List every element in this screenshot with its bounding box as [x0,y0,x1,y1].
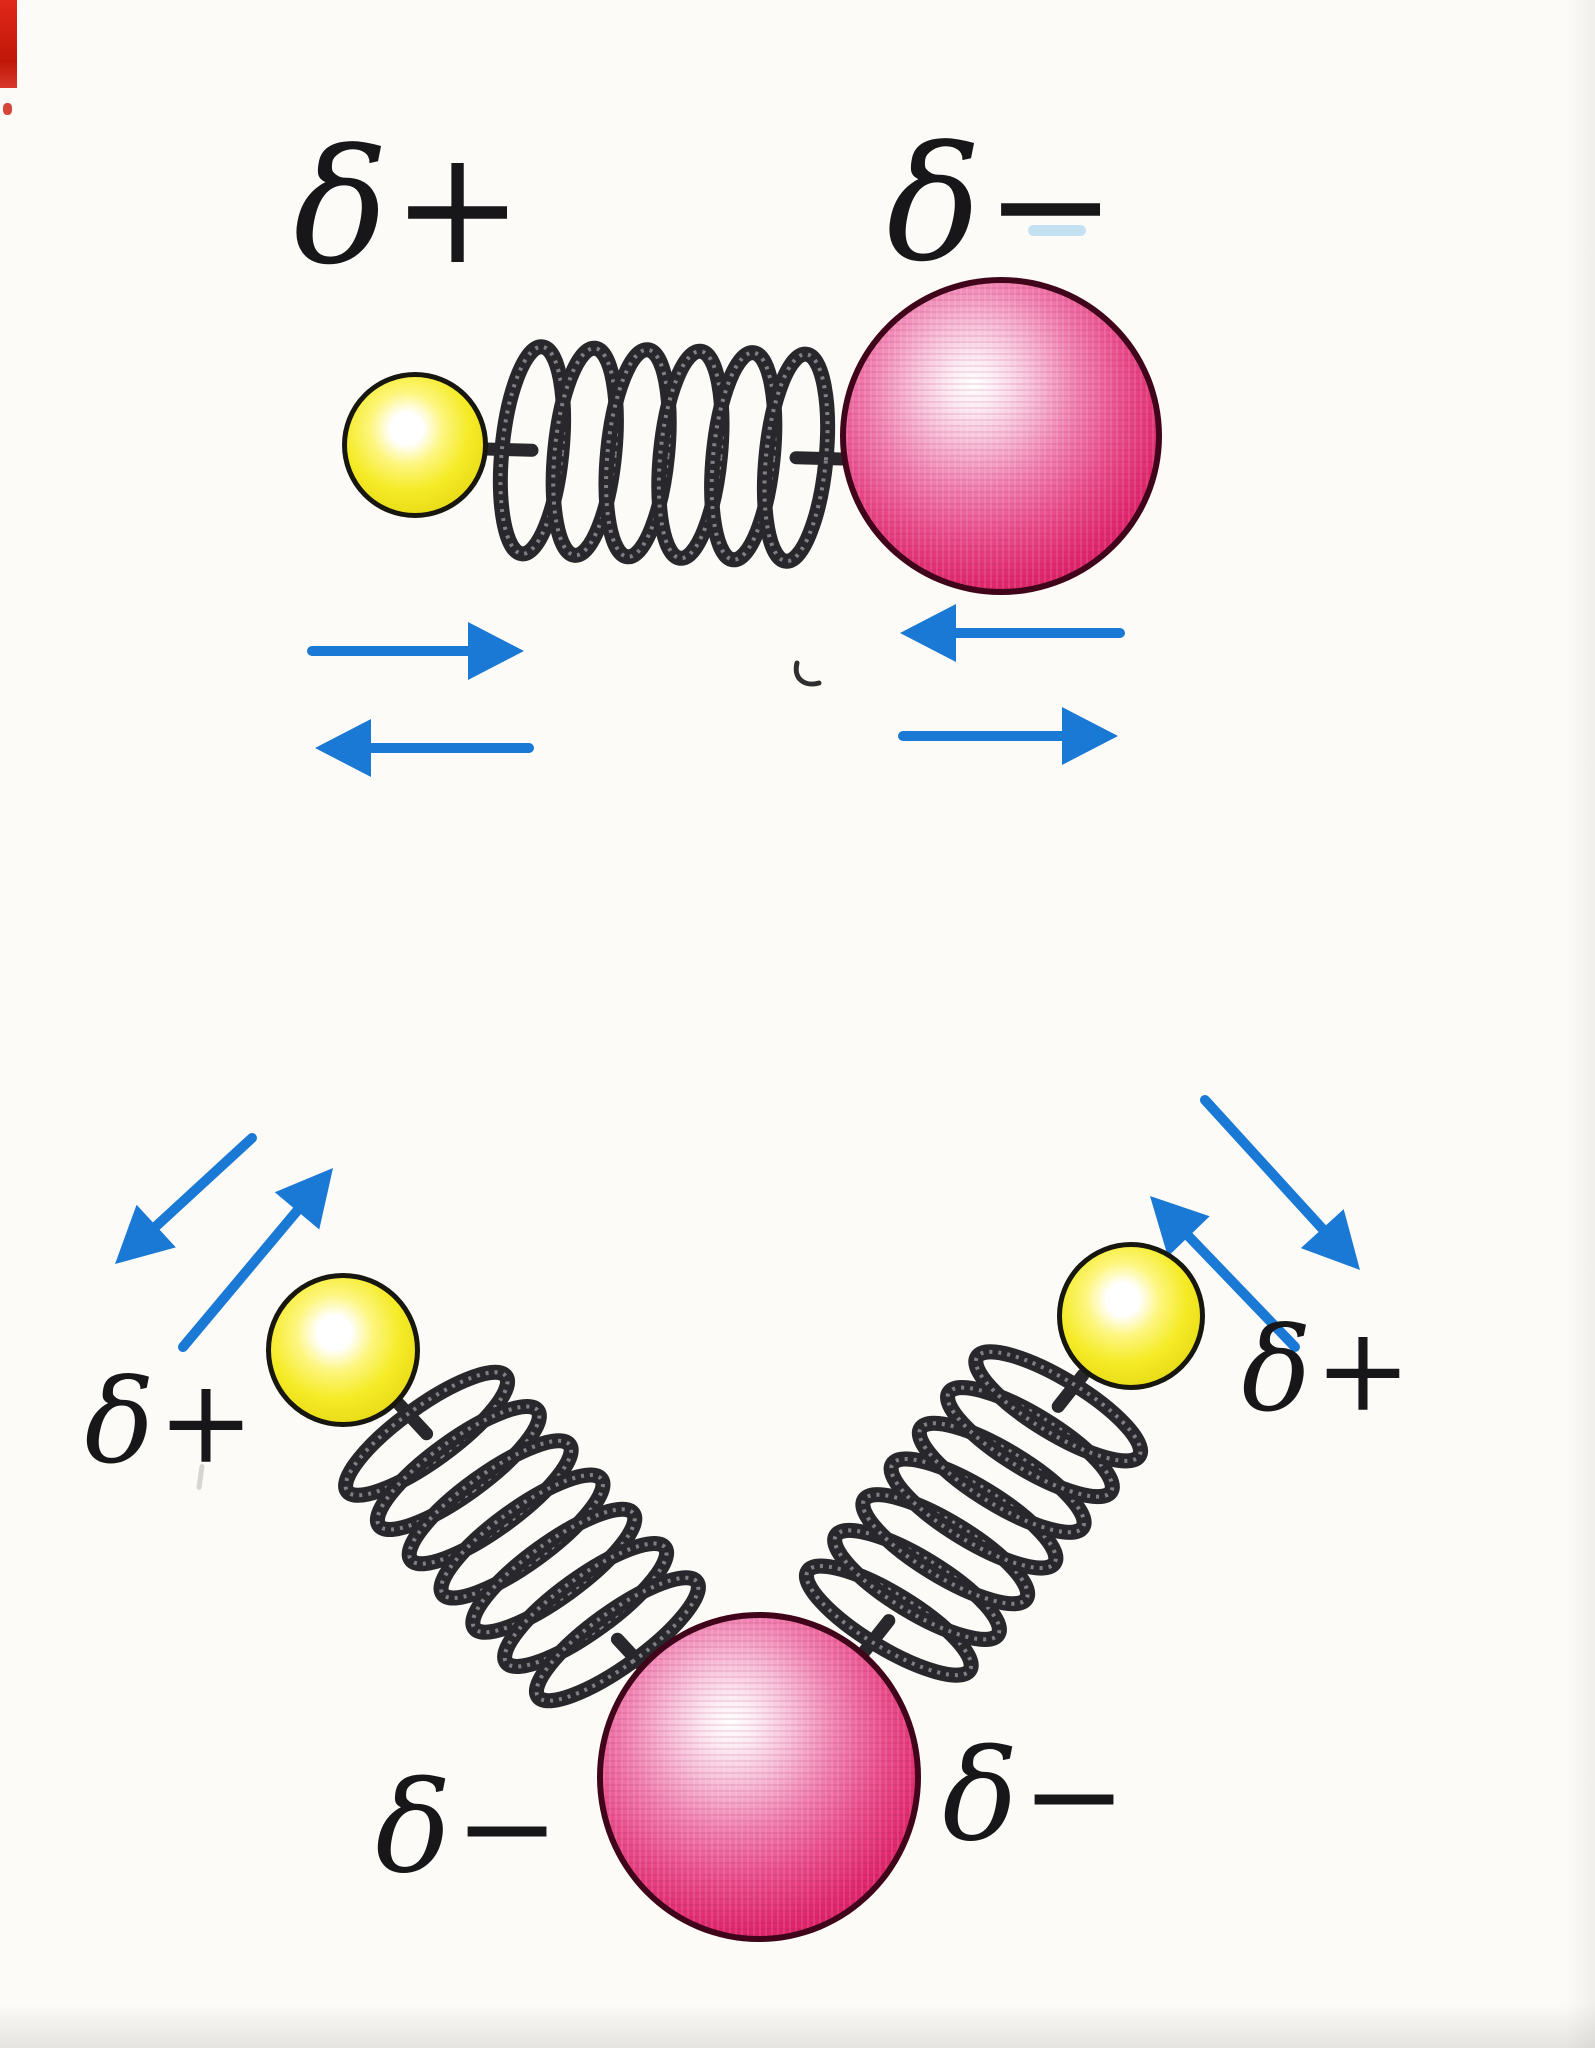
top-small-atom [342,372,488,518]
arrow-head [900,604,956,662]
top-bond-spring [479,339,849,569]
motion-arrow-top-left-row1-right [307,622,524,680]
arrow-shaft [1200,1095,1334,1241]
bottom-right-bond-spring [798,1344,1149,1683]
top-small-atom-charge-label: δ+ [293,116,527,300]
arrow-head [1150,1196,1210,1257]
motion-arrow-top-left-row2-left [315,719,534,777]
arrow-shaft [1177,1224,1300,1352]
arrow-head [315,719,371,777]
spring-coil-loop [940,1380,1120,1505]
arrow-head [115,1204,176,1264]
arrow-head [1062,707,1118,765]
spring-coil-loop-highlight [656,349,724,561]
spring-coil-loop [465,1501,643,1640]
bottom-center-atom-left-charge-label: δ− [375,1754,563,1901]
pen-mark-comma [793,660,822,687]
motion-arrow-bottom-right-down-right [1200,1095,1360,1270]
motion-arrow-bottom-left-down-left [115,1133,257,1264]
spring-coil-loop [968,1344,1149,1469]
top-large-atom-charge-label: δ− [886,113,1120,297]
spring-coil-loop-highlight [343,1370,510,1498]
bottom-left-atom [266,1273,420,1427]
scan-blue-smudge [1028,225,1086,236]
spring-coil-loop [883,1451,1064,1576]
arrow-shaft [144,1133,257,1238]
motion-arrow-bottom-right-up-left [1150,1196,1300,1352]
spring-coil-loop-highlight [917,1421,1087,1535]
spring-coil-loop [401,1433,579,1572]
scan-edge-red-strip [0,0,17,88]
spring-coil-loop [433,1467,611,1606]
arrow-head [468,622,524,680]
page-bottom-shade [0,2004,1595,2048]
motion-arrow-top-right-row2-right [898,707,1118,765]
arrow-shaft [178,1199,308,1352]
spring-coil-loop [827,1522,1007,1647]
top-large-atom [840,277,1162,595]
bottom-right-atom [1057,1242,1205,1390]
bottom-center-atom-right-charge-label: δ− [942,1722,1130,1869]
page-right-shade [1566,0,1595,2048]
spring-coil-loop-highlight [407,1438,574,1566]
spring-coil-loop [855,1487,1036,1612]
motion-arrow-bottom-left-up-right [178,1168,333,1352]
bottom-right-atom-charge-label: δ+ [1241,1303,1415,1438]
spring-coil-loop [369,1399,547,1537]
spring-coil-loop [798,1558,979,1683]
spring-coil-loop-highlight [502,1541,669,1669]
spring-coil-loop-highlight [439,1473,605,1600]
arrow-head [1300,1209,1360,1270]
motion-arrow-top-right-row1-left [900,604,1125,662]
arrow-head [274,1168,333,1230]
spring-coil-loop-highlight [375,1404,542,1532]
scan-red-speck [3,103,12,115]
spring-coil-loop-highlight [534,1575,701,1703]
bottom-left-bond-spring [338,1364,706,1709]
bottom-center-atom [597,1612,921,1942]
spring-coil-loop-highlight [470,1507,637,1635]
bottom-left-atom-charge-label: δ+ [84,1355,258,1490]
spring-coil-loop-highlight [762,352,830,564]
